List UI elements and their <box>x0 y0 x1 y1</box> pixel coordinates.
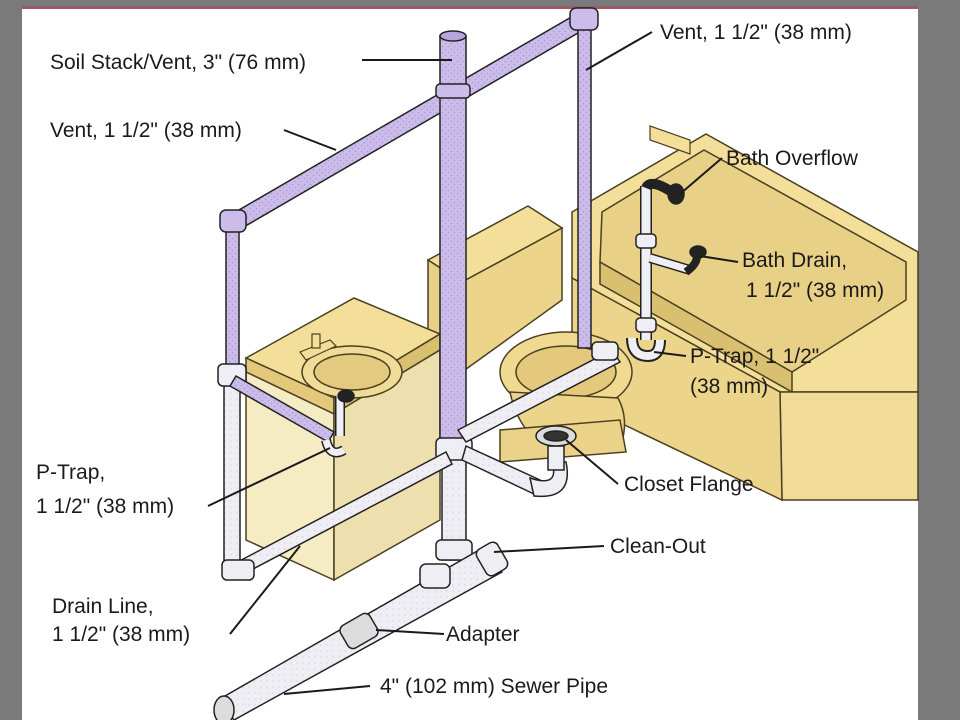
soil-stack <box>435 30 471 441</box>
label-drain-line-line2: 1 1/2" (38 mm) <box>52 623 191 646</box>
label-bath-drain-line1: Bath Drain, <box>742 249 848 272</box>
label-vent-left: Vent, 1 1/2" (38 mm) <box>50 119 242 142</box>
paper-top-edge <box>22 6 918 9</box>
bath-waste-overflow <box>626 178 707 363</box>
leader-lines <box>207 31 739 695</box>
drain-left-vertical <box>217 363 247 571</box>
label-bath-drain-line2: 1 1/2" (38 mm) <box>746 279 885 302</box>
leader-closet-flange <box>565 439 619 485</box>
label-bath-overflow: Bath Overflow <box>726 147 858 170</box>
vent-right-vertical <box>569 7 599 349</box>
drain-stack-lower <box>435 437 473 561</box>
drain-bath-line <box>456 341 622 443</box>
drain-line <box>221 450 453 581</box>
label-ptrap-left-line2: 1 1/2" (38 mm) <box>36 495 175 518</box>
label-drain-line-line1: Drain Line, <box>52 595 154 618</box>
bathtub <box>571 133 919 502</box>
leader-bath-overflow <box>679 157 723 195</box>
leader-clean-out <box>493 545 605 553</box>
vanity-trap <box>228 374 355 458</box>
label-sewer-pipe: 4" (102 mm) Sewer Pipe <box>380 675 609 698</box>
label-clean-out: Clean-Out <box>610 535 706 558</box>
leader-sewer-pipe <box>283 685 371 695</box>
sewer-pipe <box>213 541 509 720</box>
label-ptrap-left-line1: P-Trap, <box>36 461 106 484</box>
toilet-drain-bend <box>461 444 568 498</box>
bath-faucet <box>649 125 691 155</box>
leader-drain-line <box>229 545 301 635</box>
vent-left-vertical <box>219 209 247 371</box>
label-ptrap-right-line1: P-Trap, 1 1/2" <box>690 345 820 368</box>
label-adapter: Adapter <box>446 623 520 646</box>
leader-ptrap-left <box>207 447 331 507</box>
leader-vent-left <box>283 129 337 151</box>
label-soil-stack: Soil Stack/Vent, 3" (76 mm) <box>50 51 307 74</box>
leader-vent-top-right <box>585 31 653 71</box>
leader-ptrap-right <box>653 351 687 357</box>
toilet <box>426 205 633 463</box>
leader-bath-drain <box>699 255 739 263</box>
label-ptrap-right-line2: (38 mm) <box>690 375 769 398</box>
label-closet-flange: Closet Flange <box>624 473 754 496</box>
label-vent-top-right: Vent, 1 1/2" (38 mm) <box>660 21 852 44</box>
vanity-faucet <box>299 333 338 361</box>
leader-adapter <box>375 629 445 635</box>
